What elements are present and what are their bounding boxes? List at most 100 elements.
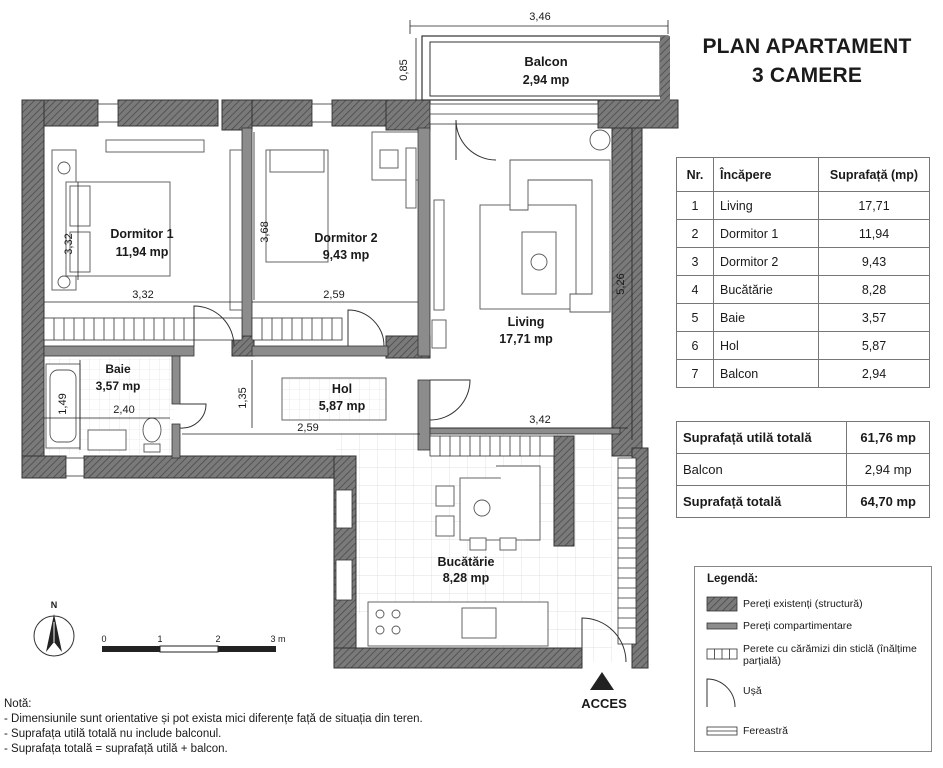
dim-hol-width: 2,59 — [297, 422, 318, 434]
legend-item-structure: Pereți existenți (structură) — [743, 598, 863, 610]
balcon-name: Balcon — [524, 54, 567, 69]
balcony-area-label: Balcon — [675, 453, 848, 486]
totals-table: Suprafață utilă totală 61,76 mp Balcon 2… — [675, 421, 930, 518]
scale-label-0: 0 — [101, 634, 106, 644]
row-name: Baie — [713, 303, 819, 332]
legend-item-glass: Perete cu cărămizi din sticlă (înălțime … — [743, 643, 917, 667]
notes: Notă: - Dimensiunile sunt orientative și… — [4, 697, 423, 757]
dim-hol-height: 1,35 — [237, 387, 249, 408]
dim-baie-width: 2,40 — [113, 404, 134, 416]
partition-walls — [43, 127, 621, 459]
title-line-1: PLAN APARTAMENT — [702, 35, 912, 58]
header-nr: Nr. — [676, 157, 714, 192]
bucatarie-name: Bucătărie — [438, 555, 495, 569]
scale-label-3: 3 m — [270, 634, 285, 644]
row-name: Dormitor 2 — [713, 247, 819, 276]
glass-brick-walls — [43, 317, 637, 645]
legend-symbols — [706, 596, 738, 736]
row-area: 2,94 — [818, 359, 930, 388]
living-area: 17,71 mp — [499, 332, 553, 346]
note-line: - Dimensiunile sunt orientative și pot e… — [4, 713, 423, 725]
legend-door-icon — [706, 678, 736, 708]
row-name: Balcon — [713, 359, 819, 388]
hol-name: Hol — [332, 382, 352, 396]
row-name: Living — [713, 191, 819, 220]
row-name: Hol — [713, 331, 819, 360]
row-area: 8,28 — [818, 275, 930, 304]
note-line: - Suprafața utilă totală nu include balc… — [4, 728, 222, 740]
access-arrow-icon — [590, 672, 614, 690]
legend-glass-swatch — [706, 648, 738, 660]
structure-walls — [21, 99, 679, 669]
row-nr: 2 — [676, 219, 714, 248]
legend-title: Legendă: — [707, 573, 759, 585]
dim-dorm2-height: 3,68 — [259, 221, 271, 242]
balcony — [421, 35, 670, 102]
furniture — [45, 129, 611, 647]
baie-name: Baie — [105, 362, 131, 376]
dormitor1-area: 11,94 mp — [116, 245, 169, 259]
row-nr: 4 — [676, 275, 714, 304]
legend: Legendă: Pereți existenți (structură) Pe… — [694, 566, 932, 752]
row-nr: 6 — [676, 331, 714, 360]
dormitor1-name: Dormitor 1 — [110, 227, 173, 241]
living-name: Living — [508, 315, 545, 329]
windows — [65, 103, 599, 601]
doors — [179, 119, 627, 663]
balcony-area-value: 2,94 mp — [846, 453, 930, 486]
row-area: 17,71 — [818, 191, 930, 220]
hol-area: 5,87 mp — [319, 399, 366, 413]
useful-area-value: 61,76 mp — [846, 421, 930, 454]
useful-area-row: Suprafață utilă totală 61,76 mp — [675, 421, 930, 454]
balcony-area-row: Balcon 2,94 mp — [675, 453, 930, 486]
notes-title: Notă: — [4, 698, 32, 710]
balcon-area: 2,94 mp — [523, 73, 570, 87]
dim-living-height: 5,26 — [615, 273, 627, 294]
dim-dorm2-width: 2,59 — [323, 289, 344, 301]
legend-item-door: Ușă — [743, 685, 762, 697]
dim-balcon-depth: 0,85 — [398, 59, 410, 80]
scale-bar — [102, 645, 276, 653]
title-line-2: 3 CAMERE — [751, 64, 863, 87]
row-nr: 7 — [676, 359, 714, 388]
dim-balcon-width: 3,46 — [529, 11, 550, 23]
row-nr: 5 — [676, 303, 714, 332]
total-area-row: Suprafață totală 64,70 mp — [675, 485, 930, 518]
row-name: Dormitor 1 — [713, 219, 819, 248]
bucatarie-area: 8,28 mp — [443, 571, 490, 585]
dim-dorm1-height: 3,32 — [63, 233, 75, 254]
page-title: PLAN APARTAMENT 3 CAMERE — [682, 32, 932, 90]
row-area: 9,43 — [818, 247, 930, 276]
useful-area-label: Suprafață utilă totală — [675, 421, 848, 454]
scale-label-1: 1 — [157, 634, 162, 644]
header-area: Suprafață (mp) — [818, 157, 930, 192]
dormitor2-area: 9,43 mp — [323, 248, 370, 262]
row-area: 5,87 — [818, 331, 930, 360]
compass — [33, 614, 75, 657]
floor-plan: Balcon 2,94 mp Dormitor 1 11,94 mp Dormi… — [21, 11, 679, 711]
access-label: ACCES — [581, 696, 627, 711]
dormitor2-name: Dormitor 2 — [314, 231, 377, 245]
scale-label-2: 2 — [215, 634, 220, 644]
legend-item-partition: Pereți compartimentare — [743, 620, 853, 632]
baie-area: 3,57 mp — [96, 379, 141, 393]
row-nr: 3 — [676, 247, 714, 276]
note-line: - Suprafața totală = suprafață utilă + b… — [4, 743, 228, 755]
legend-partition-swatch — [706, 622, 738, 630]
dim-dorm1-width: 3,32 — [132, 289, 153, 301]
compass-north-label: N — [51, 600, 58, 610]
legend-item-window: Fereastră — [743, 725, 788, 737]
total-area-value: 64,70 mp — [846, 485, 930, 518]
rooms-table-header: Nr. Încăpere Suprafață (mp) — [676, 157, 930, 192]
row-area: 3,57 — [818, 303, 930, 332]
dim-living-width: 3,42 — [529, 414, 550, 426]
legend-window-icon — [706, 726, 738, 736]
header-room: Încăpere — [713, 157, 819, 192]
